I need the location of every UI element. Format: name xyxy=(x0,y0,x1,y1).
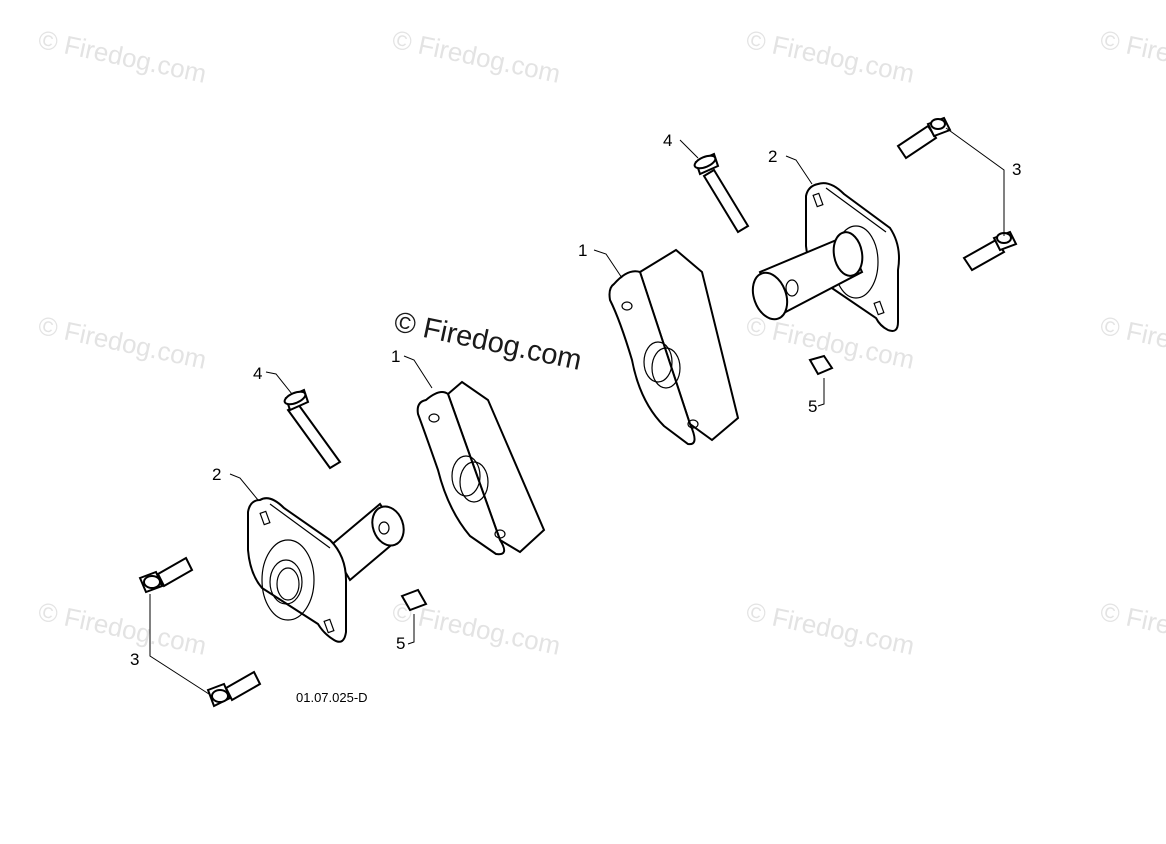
nut-left xyxy=(400,588,428,612)
callout-flange-bearing-left: 2 xyxy=(212,465,222,484)
spacer-left xyxy=(416,380,546,556)
callout-bolt-left: 3 xyxy=(130,650,140,669)
flange-bearing-left xyxy=(247,497,405,643)
nut-right xyxy=(808,354,834,376)
bolt-left-bottom xyxy=(206,670,262,708)
bolt-left-top xyxy=(138,556,194,594)
callout-nut-left: 5 xyxy=(396,634,406,653)
callout-bolt-right: 3 xyxy=(1012,160,1022,179)
bolt-right-bottom xyxy=(962,230,1018,272)
leader-lines xyxy=(149,127,1005,697)
callout-spacer-left: 1 xyxy=(391,347,401,366)
long-bolt-left xyxy=(283,388,342,470)
callout-nut-right: 5 xyxy=(808,397,818,416)
callout-bolt-long-right: 4 xyxy=(663,131,673,150)
flange-bearing-right xyxy=(751,182,900,332)
bolt-right-top xyxy=(896,116,952,160)
callout-spacer-right: 1 xyxy=(578,241,588,260)
spacer-right xyxy=(608,248,740,446)
callout-bolt-long-left: 4 xyxy=(253,364,263,383)
drawing-number: 01.07.025-D xyxy=(296,690,368,705)
callout-flange-bearing-right: 2 xyxy=(768,147,778,166)
long-bolt-right xyxy=(693,152,750,234)
